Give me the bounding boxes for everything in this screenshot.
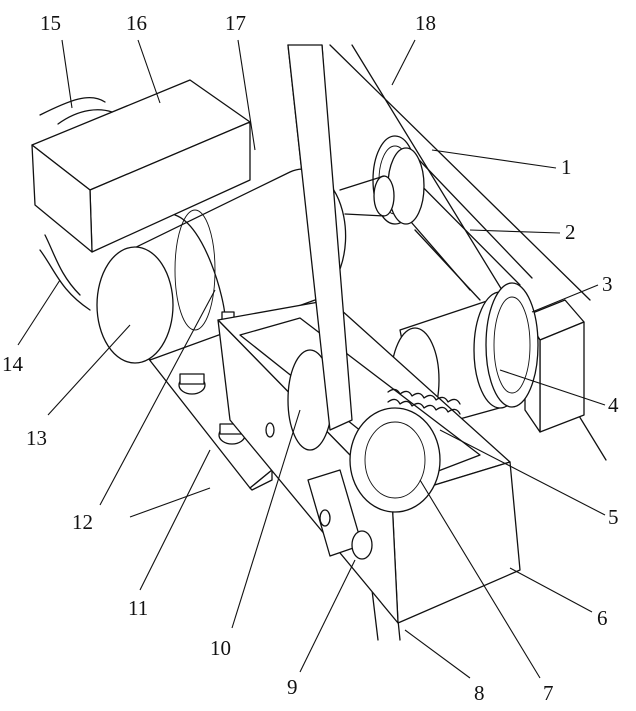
- label-11: 11: [128, 596, 148, 620]
- label-17: 17: [225, 11, 246, 35]
- label-15: 15: [40, 11, 61, 35]
- label-8: 8: [474, 681, 485, 705]
- label-5: 5: [608, 505, 619, 529]
- label-16: 16: [126, 11, 147, 35]
- label-13: 13: [26, 426, 47, 450]
- label-3: 3: [602, 272, 613, 296]
- label-9: 9: [287, 675, 298, 699]
- label-12: 12: [72, 510, 93, 534]
- label-4: 4: [608, 393, 619, 417]
- label-7: 7: [543, 681, 554, 705]
- label-1: 1: [561, 155, 572, 179]
- label-14: 14: [2, 352, 24, 376]
- upper-pulley: [340, 136, 424, 224]
- label-6: 6: [597, 606, 608, 630]
- label-10: 10: [210, 636, 231, 660]
- label-18: 18: [415, 11, 436, 35]
- label-2: 2: [565, 220, 576, 244]
